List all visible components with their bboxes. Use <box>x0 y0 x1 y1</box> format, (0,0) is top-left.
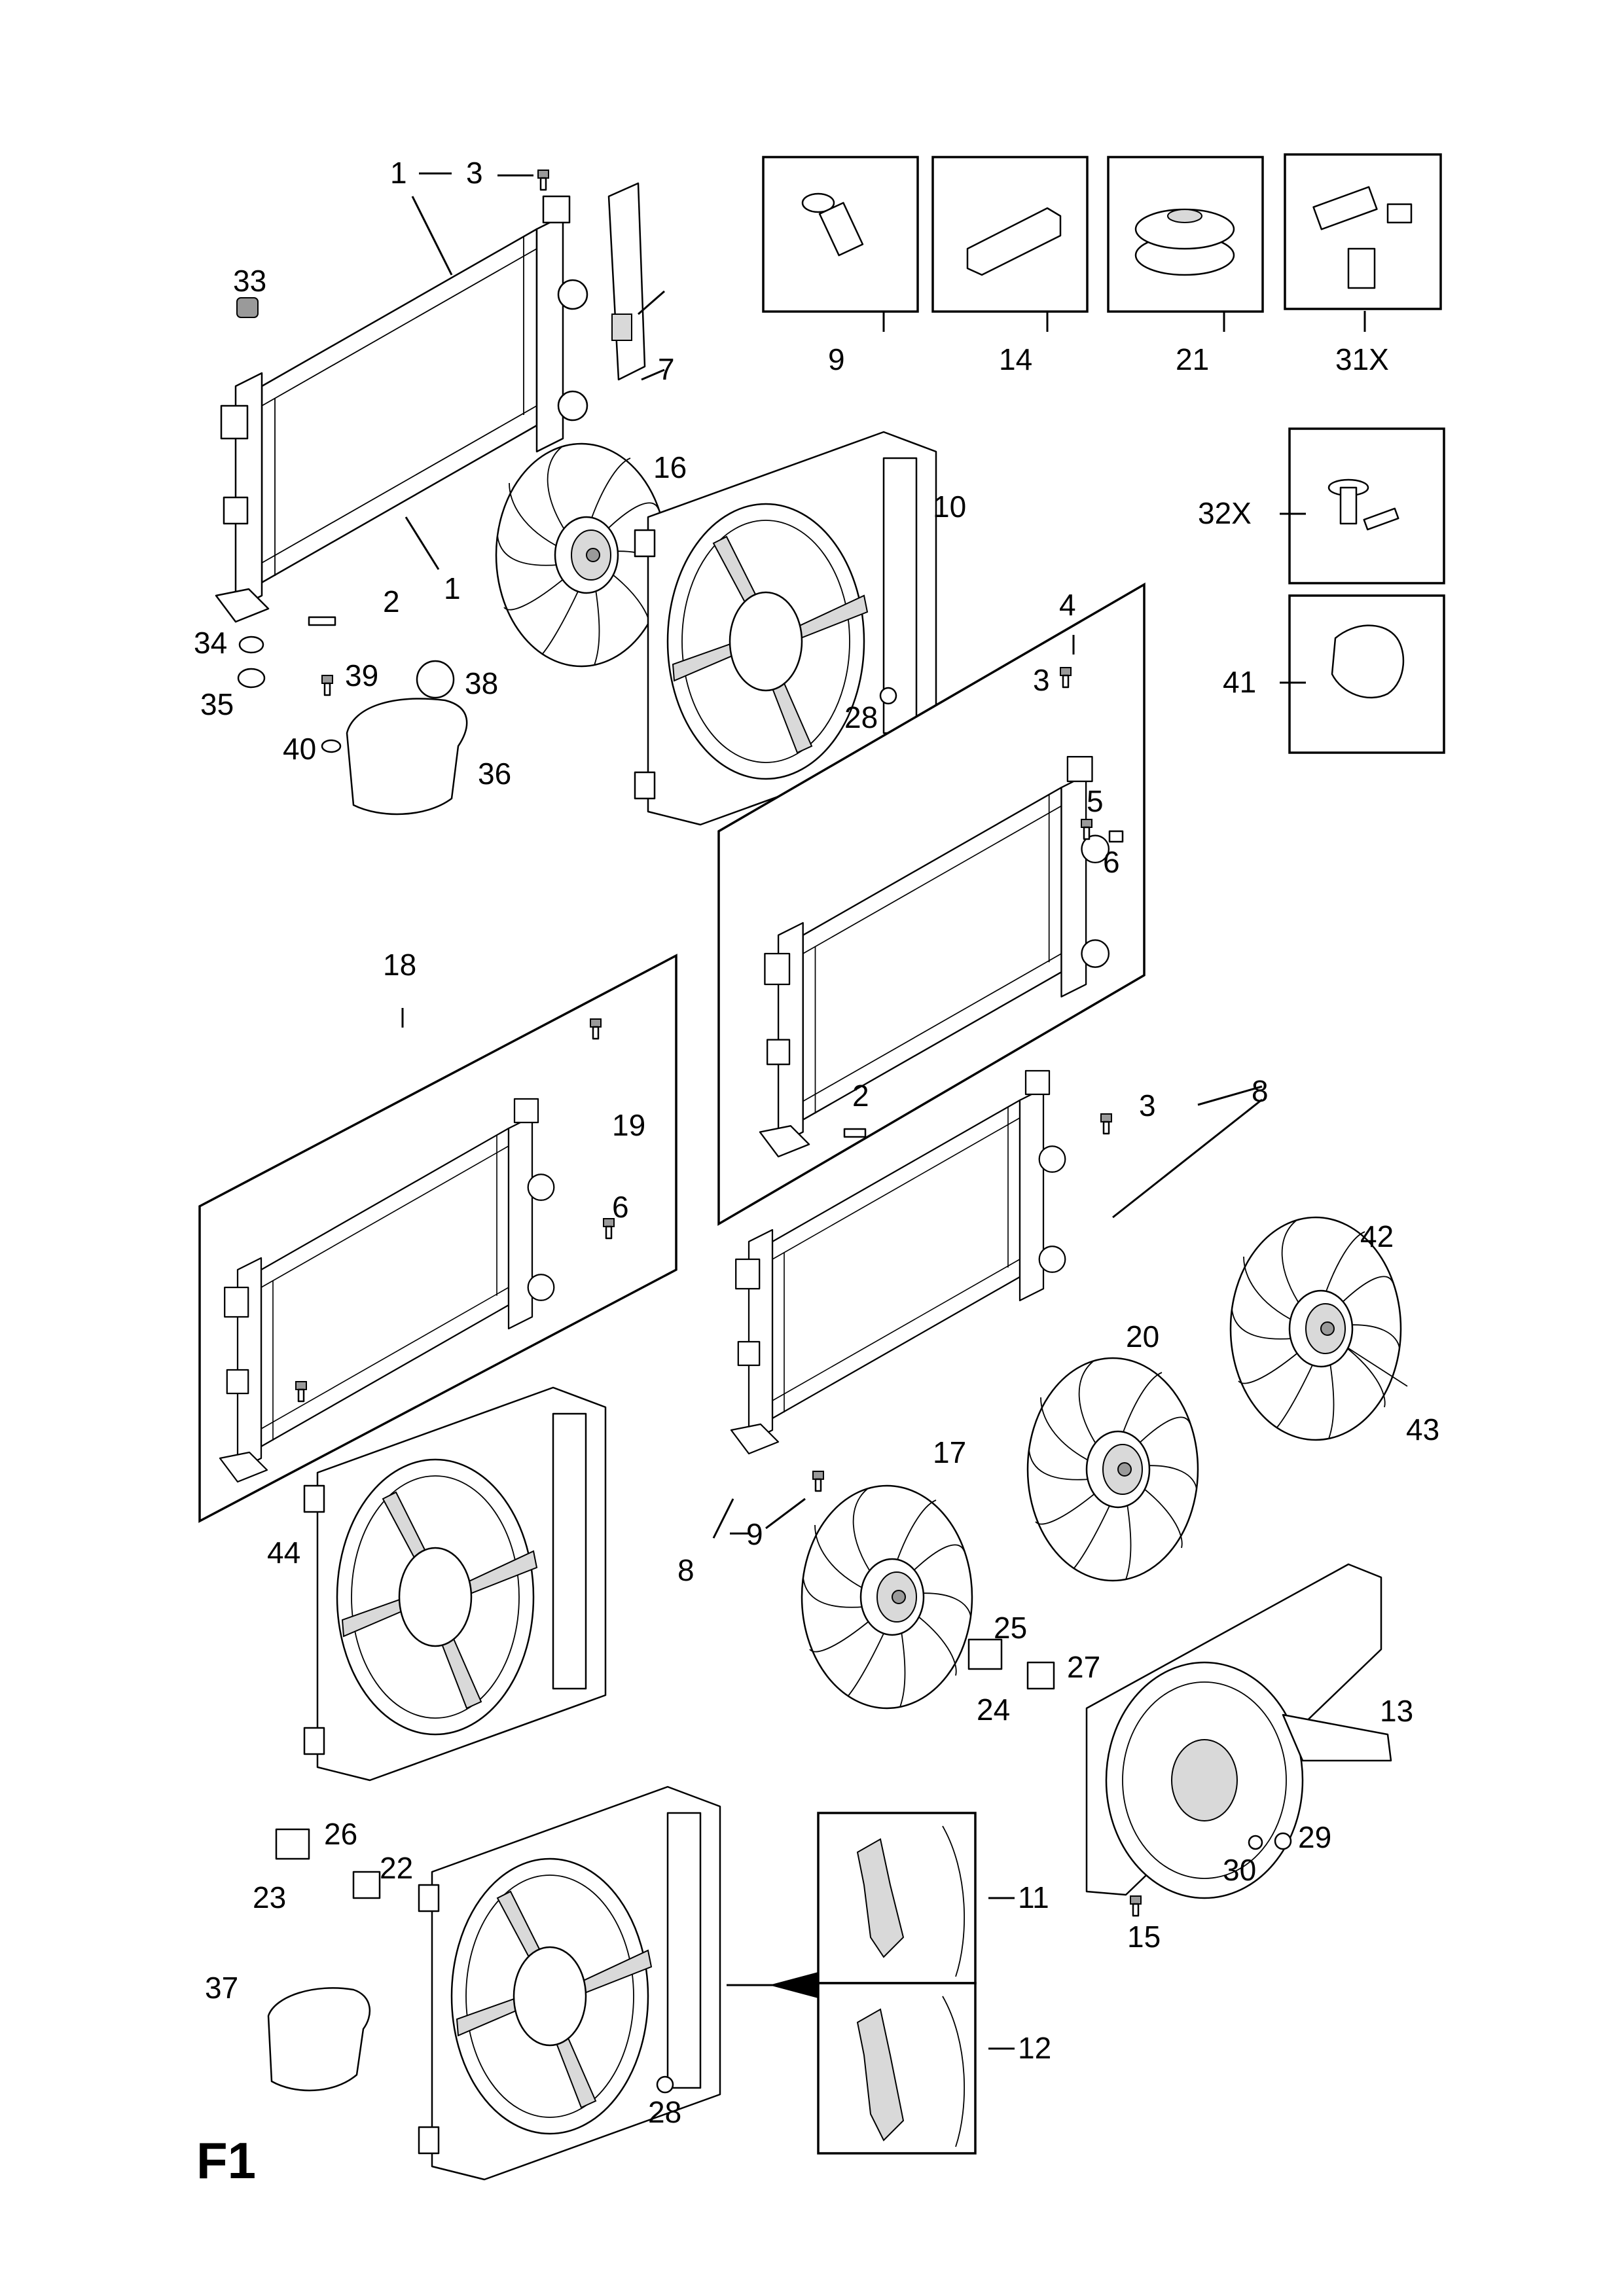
callout-3-kit4: 3 <box>1033 663 1050 697</box>
callout-21: 21 <box>1176 342 1209 376</box>
callout-23: 23 <box>253 1880 286 1914</box>
callout-11: 11 <box>1018 1880 1049 1914</box>
callout-22: 22 <box>380 1851 413 1885</box>
callout-27: 27 <box>1067 1650 1100 1684</box>
callout-7: 7 <box>658 352 675 386</box>
callout-28-bottom: 28 <box>648 2095 681 2129</box>
callout-9-lower: 9 <box>746 1517 763 1551</box>
callout-4: 4 <box>1059 588 1076 622</box>
callout-35: 35 <box>200 687 234 721</box>
callout-28-top: 28 <box>844 700 878 734</box>
callout-41: 41 <box>1223 665 1256 699</box>
callout-36: 36 <box>478 757 511 791</box>
callout-44: 44 <box>267 1535 300 1570</box>
callout-31x: 31X <box>1335 342 1389 376</box>
callout-33: 33 <box>233 264 266 298</box>
callout-24: 24 <box>977 1693 1010 1727</box>
callout-5: 5 <box>1087 784 1104 818</box>
callout-30: 30 <box>1223 1853 1256 1887</box>
callout-6-kit4: 6 <box>1103 845 1120 879</box>
callout-13: 13 <box>1380 1694 1413 1728</box>
callout-42: 42 <box>1360 1219 1394 1253</box>
callout-19: 19 <box>612 1108 645 1142</box>
page-code: F1 <box>196 2132 256 2189</box>
callout-16: 16 <box>653 450 687 484</box>
callout-25: 25 <box>994 1611 1027 1645</box>
callout-1-lower: 1 <box>444 571 461 605</box>
callout-20: 20 <box>1126 1319 1159 1354</box>
callout-32x: 32X <box>1198 496 1252 530</box>
callout-14: 14 <box>999 342 1032 376</box>
callout-3-rad8: 3 <box>1139 1088 1156 1122</box>
callout-6-kit18: 6 <box>612 1190 629 1224</box>
callout-15: 15 <box>1127 1920 1161 1954</box>
callout-43: 43 <box>1406 1412 1439 1446</box>
callout-18: 18 <box>383 948 416 982</box>
callout-2-top: 2 <box>383 584 400 619</box>
callout-9-box: 9 <box>828 342 845 376</box>
callout-3-top: 3 <box>466 156 483 190</box>
callout-2-kit4: 2 <box>852 1079 869 1113</box>
callout-12: 12 <box>1018 2031 1051 2065</box>
callout-8-lower: 8 <box>677 1553 695 1587</box>
callout-39: 39 <box>345 658 378 692</box>
callout-40: 40 <box>283 732 316 766</box>
callout-labels: 1 3 33 7 16 10 2 1 34 35 39 38 40 36 28 … <box>194 156 1439 2129</box>
callout-10: 10 <box>933 490 966 524</box>
callout-17: 17 <box>933 1435 966 1469</box>
callout-34: 34 <box>194 626 227 660</box>
callout-29: 29 <box>1298 1820 1331 1854</box>
callout-38: 38 <box>465 666 498 700</box>
callout-37: 37 <box>205 1971 238 2005</box>
callout-26: 26 <box>324 1817 357 1851</box>
callout-8-top: 8 <box>1252 1074 1269 1108</box>
callout-1-top: 1 <box>390 156 407 190</box>
